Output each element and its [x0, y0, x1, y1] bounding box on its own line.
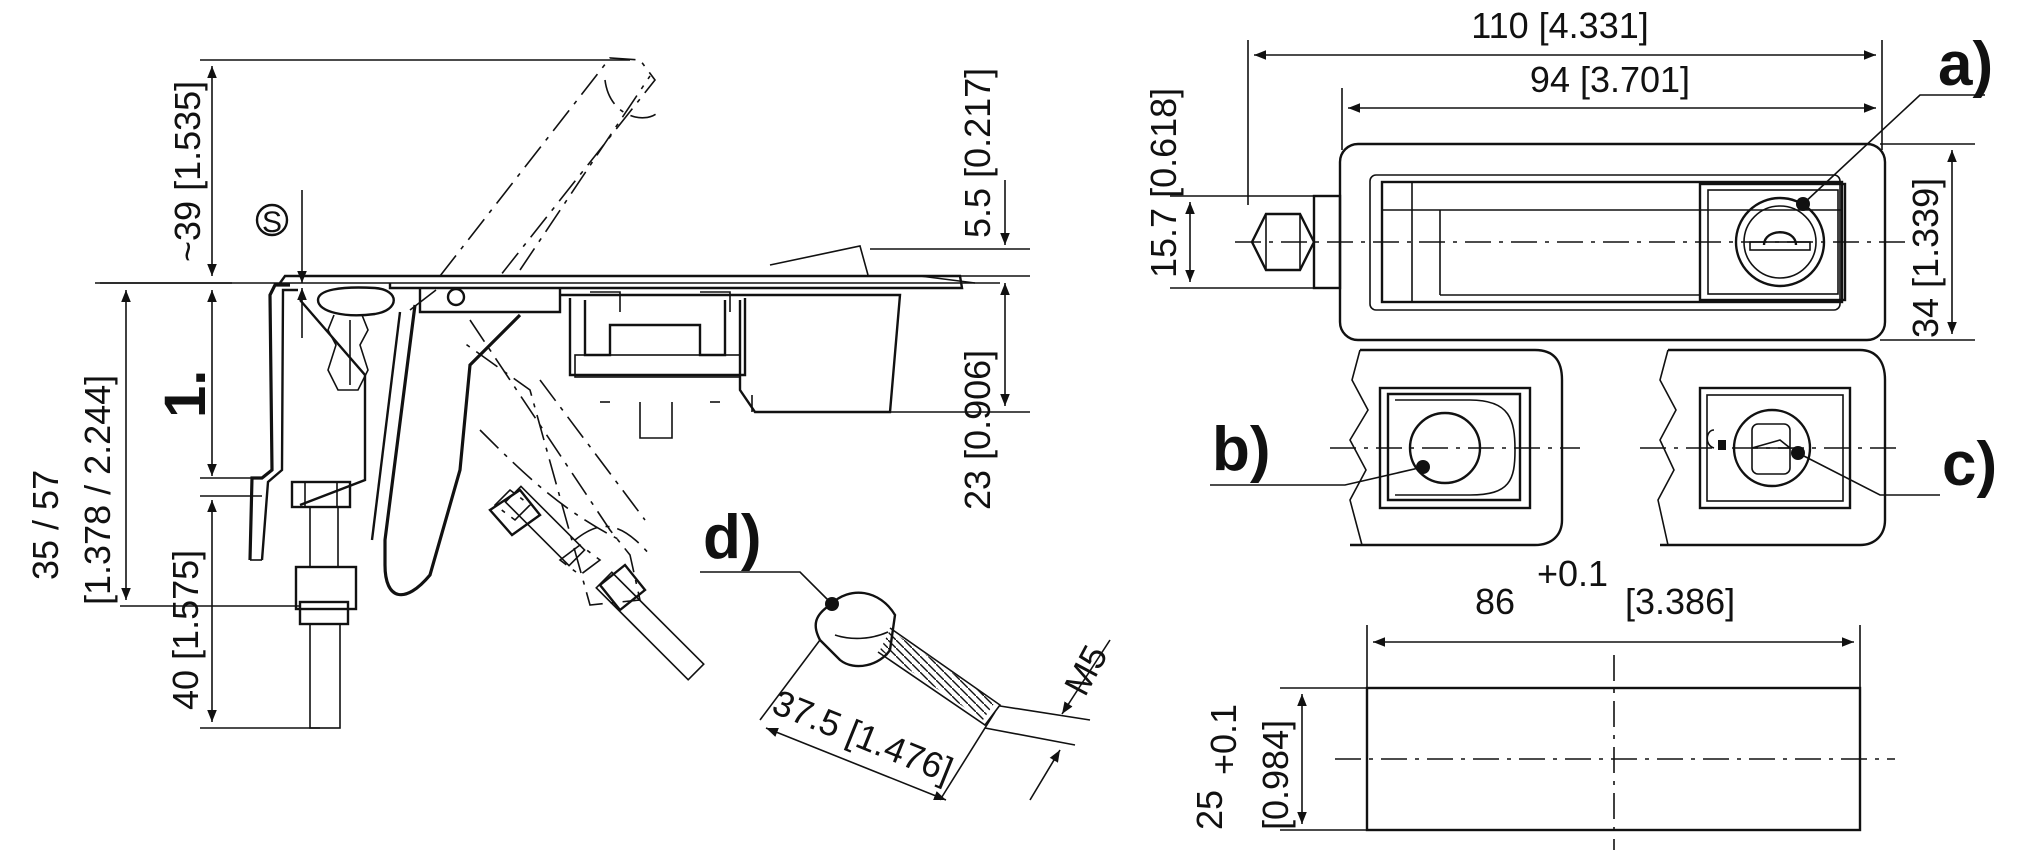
dim-15-7: 15.7 [0.618]: [1143, 88, 1184, 278]
dim-23: 23 [0.906]: [957, 350, 998, 510]
side-view: S ~39 [1.535] 1. 35 / 57 [1.378 / 2.244]…: [25, 57, 1030, 729]
dim-25-inch: [0.984]: [1255, 720, 1296, 830]
dim-39: ~39 [1.535]: [167, 81, 208, 262]
dim-110: 110 [4.331]: [1471, 5, 1649, 46]
dim-5-5: 5.5 [0.217]: [957, 68, 998, 238]
detail-b: b): [1210, 348, 1580, 547]
dim-m5: M5: [1056, 638, 1116, 701]
dim-25-tolerance: +0.1: [1203, 704, 1244, 775]
dim-34: 34 [1.339]: [1905, 178, 1946, 338]
top-view: a) 110 [4.331] 94 [3.701] 15.7 [0.618] 3…: [1143, 5, 1993, 342]
dim-40: 40 [1.575]: [165, 550, 206, 710]
dim-86-tolerance: +0.1: [1537, 553, 1608, 594]
dim-35-57: 35 / 57: [25, 470, 66, 580]
callout-d: d): [703, 503, 762, 572]
callout-c: c): [1942, 430, 1997, 499]
dim-25: 25: [1189, 790, 1230, 830]
dim-86: 86: [1475, 581, 1515, 622]
callout-a: a): [1938, 30, 1993, 99]
dim-37-5: 37.5 [1.476]: [767, 681, 959, 790]
s-symbol-label: S: [262, 206, 282, 239]
dim-86-inch: [3.386]: [1625, 581, 1735, 622]
callout-b: b): [1212, 415, 1271, 484]
stud-bolt-d: d) 37.5 [1.476] M5: [700, 503, 1116, 801]
dim-35-57-inch: [1.378 / 2.244]: [77, 375, 118, 605]
panel-cutout: 86 +0.1 [3.386] 25 +0.1 [0.984]: [1189, 553, 1895, 850]
detail-c: c): [1640, 348, 1997, 547]
step-1-label: 1.: [153, 370, 218, 418]
dim-94: 94 [3.701]: [1530, 59, 1690, 100]
